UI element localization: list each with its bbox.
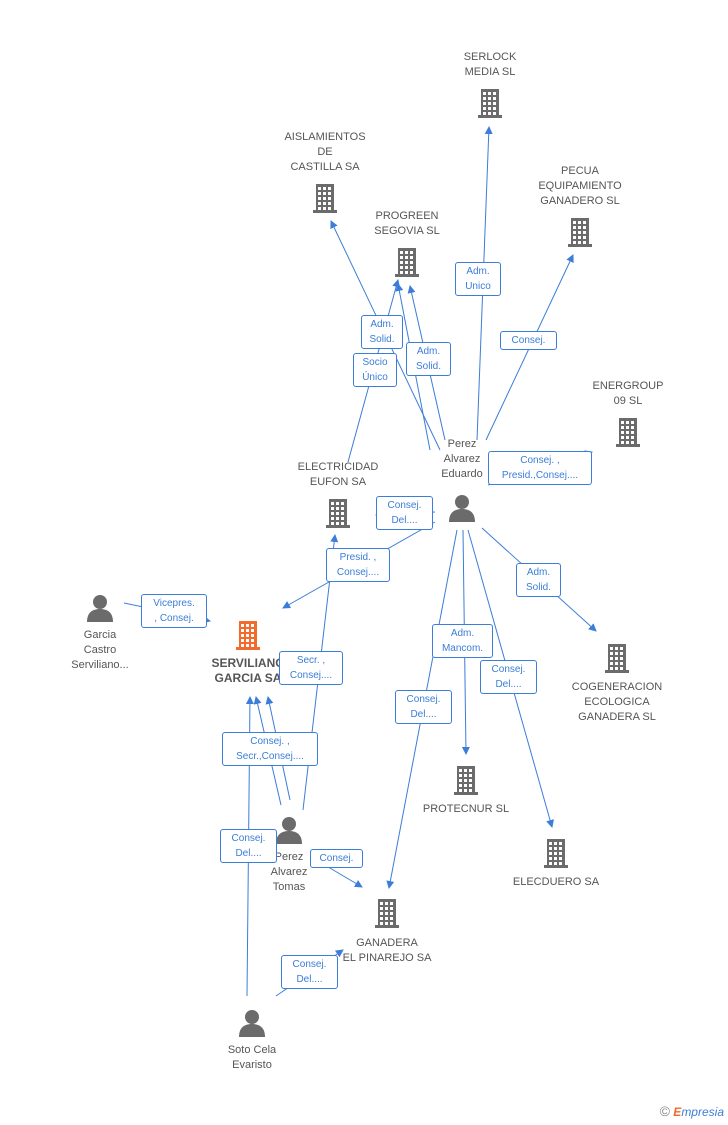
edge-label-consej-secr-consej[interactable]: Consej. , Secr.,Consej.... — [222, 732, 318, 766]
person-icon — [447, 493, 477, 528]
building-icon — [309, 182, 341, 219]
node-label: Soto Cela Evaristo — [227, 1044, 277, 1071]
node-label: GANADERA EL PINAREJO SA — [342, 937, 432, 964]
edge-label-adm-unico[interactable]: Adm. Unico — [455, 262, 501, 296]
edge-label-consej-del-elecduero[interactable]: Consej. Del.... — [480, 660, 537, 694]
copyright-symbol: © — [659, 1103, 670, 1119]
building-icon — [601, 642, 633, 679]
edge-label-presid-consej-serviliano[interactable]: Presid. , Consej.... — [326, 548, 390, 582]
edge-label-consej-presid-energroup[interactable]: Consej. , Presid.,Consej.... — [488, 451, 592, 485]
edge-label-consej-tomas-ganadera[interactable]: Consej. — [310, 849, 363, 868]
node-label: ENERGROUP 09 SL — [592, 380, 664, 407]
node-label: SERLOCK MEDIA SL — [463, 51, 517, 78]
focus-building-icon — [232, 619, 264, 656]
building-icon — [322, 497, 354, 534]
node-label: AISLAMIENTOS DE CASTILLA SA — [284, 131, 366, 173]
node-label: SERVILIANO GARCIA SA — [211, 656, 285, 685]
edge-label-vicepres-consej[interactable]: Vicepres. , Consej. — [141, 594, 207, 628]
node-label: PECUA EQUIPAMIENTO GANADERO SL — [538, 165, 622, 207]
node-label: Perez Alvarez Tomas — [270, 851, 308, 893]
building-icon — [450, 764, 482, 801]
node-label: ELECDUERO SA — [512, 876, 600, 888]
edge-label-consej-del-soto-ganadera[interactable]: Consej. Del.... — [281, 955, 338, 989]
edge-label-adm-solid-2[interactable]: Adm. Solid. — [406, 342, 451, 376]
building-icon — [474, 87, 506, 124]
brand-e: E — [673, 1105, 682, 1119]
person-icon — [85, 593, 115, 628]
edge-label-consej-pecua[interactable]: Consej. — [500, 331, 557, 350]
edge-label-consej-del-electricidad[interactable]: Consej. Del.... — [376, 496, 433, 530]
building-icon — [540, 837, 572, 874]
edge-label-adm-mancom[interactable]: Adm. Mancom. — [432, 624, 493, 658]
node-label: PROGREEN SEGOVIA SL — [374, 210, 440, 237]
copyright: © Empresia — [660, 1103, 724, 1119]
edge-label-adm-solid-cogeneracion[interactable]: Adm. Solid. — [516, 563, 561, 597]
node-label: PROTECNUR SL — [422, 803, 510, 815]
brand-name: mpresia — [681, 1105, 724, 1119]
node-label: Garcia Castro Serviliano... — [71, 629, 129, 671]
node-label: Perez Alvarez Eduardo — [441, 438, 483, 480]
person-icon — [274, 815, 304, 850]
edge-label-socio-unico[interactable]: Socio Único — [353, 353, 397, 387]
edge-label-secr-consej[interactable]: Secr. , Consej.... — [279, 651, 343, 685]
building-icon — [371, 897, 403, 934]
building-icon — [612, 416, 644, 453]
edge-label-consej-del-soto[interactable]: Consej. Del.... — [220, 829, 277, 863]
edge-label-adm-solid-1[interactable]: Adm. Solid. — [361, 315, 403, 349]
person-icon — [237, 1008, 267, 1043]
building-icon — [564, 216, 596, 253]
building-icon — [391, 246, 423, 283]
node-label: COGENERACION ECOLOGICA GANADERA SL — [571, 681, 663, 723]
edge-label-consej-del-ganadera-eduardo[interactable]: Consej. Del.... — [395, 690, 452, 724]
node-label: ELECTRICIDAD EUFON SA — [297, 461, 379, 488]
